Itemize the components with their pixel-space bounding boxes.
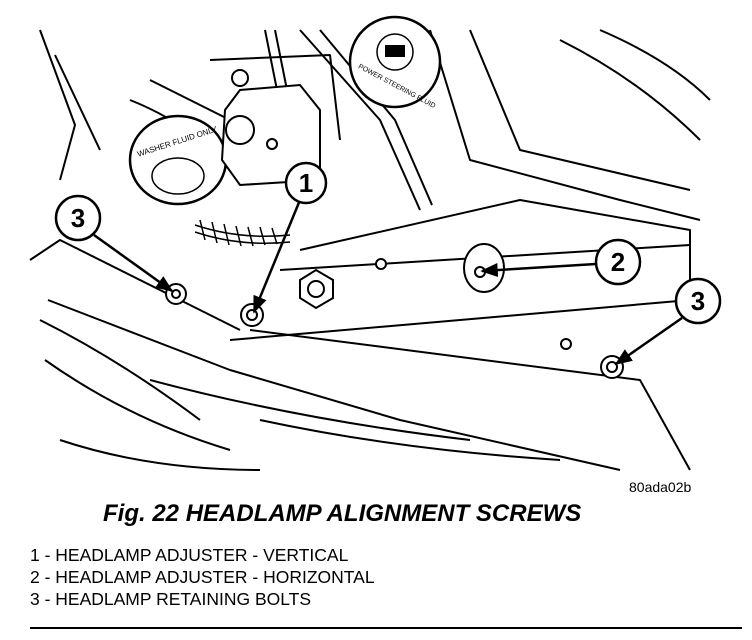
legend: 1 - HEADLAMP ADJUSTER - VERTICAL 2 - HEA… [30, 544, 375, 610]
legend-item: 3 - HEADLAMP RETAINING BOLTS [30, 589, 312, 609]
canister [220, 69, 321, 187]
wiring-harness [194, 219, 291, 247]
callout-3-right-number: 3 [691, 286, 705, 316]
callout-3-left: 3 [54, 194, 174, 293]
callout-3-left-leader [93, 233, 174, 293]
legend-item: 1 - HEADLAMP ADJUSTER - VERTICAL [30, 545, 349, 565]
figure-reference-code: 80ada02b [629, 479, 692, 495]
figure-caption: Fig. 22 HEADLAMP ALIGNMENT SCREWS [103, 500, 582, 527]
callout-3-right: 3 [614, 277, 722, 366]
legend-item: 2 - HEADLAMP ADJUSTER - HORIZONTAL [30, 567, 375, 587]
callout-1-leader [252, 199, 302, 314]
callout-1: 1 [252, 161, 328, 314]
callout-2-leader [480, 262, 597, 278]
washer-fluid-cap: WASHER FLUID ONLY [128, 114, 228, 206]
callout-1-number: 1 [299, 168, 313, 198]
engine-bay-illustration: WASHER FLUID ONLY POWER STEERING FLUID [29, 15, 722, 471]
callout-3-left-number: 3 [71, 203, 85, 233]
callout-3-right-leader [614, 316, 683, 366]
bottom-rule [30, 627, 742, 629]
callout-2-number: 2 [611, 247, 625, 277]
power-steering-cap: POWER STEERING FLUID [348, 15, 442, 110]
callout-2: 2 [480, 238, 642, 286]
